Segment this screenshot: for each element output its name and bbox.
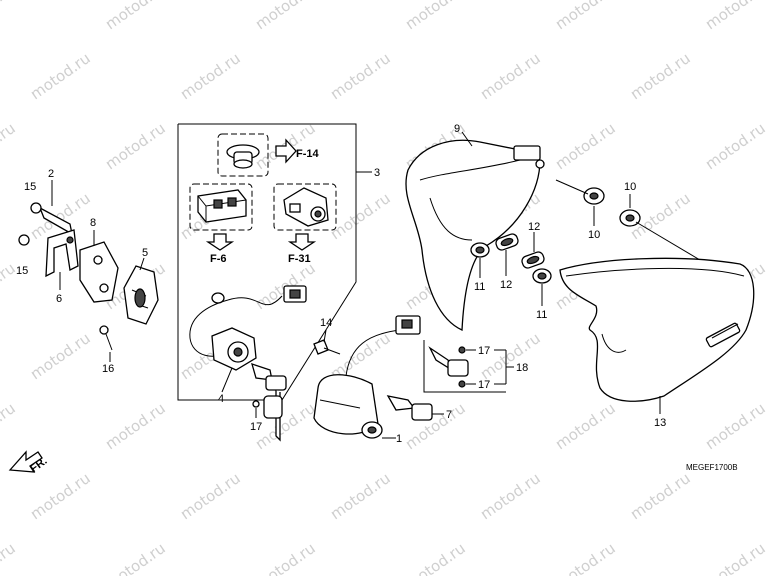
label-17-washer: 17 (250, 421, 262, 433)
mounting-bracket-icon (18, 202, 79, 278)
grommet-icon (226, 144, 260, 169)
screw-14-icon (313, 339, 341, 355)
label-16: 16 (102, 363, 114, 375)
diagram-code: MEGEF1700B (686, 463, 738, 472)
watermark-text: motod.ru (627, 469, 694, 523)
ref-f6-text: F-6 (210, 253, 227, 265)
grommet-12-right-icon (521, 251, 545, 269)
leader-14 (323, 329, 327, 343)
watermark-text: motod.ru (27, 49, 94, 103)
washer-17-icon (252, 400, 260, 408)
watermark-text: motod.ru (0, 399, 19, 453)
label-5: 5 (142, 247, 148, 259)
leader-9 (461, 131, 473, 147)
watermark-text: motod.ru (177, 49, 244, 103)
leader-5 (139, 257, 145, 271)
watermark-text: motod.ru (102, 0, 169, 33)
label-14: 14 (320, 317, 332, 329)
watermark-text: motod.ru (702, 399, 768, 453)
watermark-text: motod.ru (327, 189, 394, 243)
label-9: 9 (454, 123, 460, 135)
watermark-text: motod.ru (552, 119, 619, 173)
ref-f14-text: F-14 (296, 148, 320, 160)
watermark-text: motod.ru (177, 469, 244, 523)
label-15-lower: 15 (16, 265, 28, 277)
relay-connector-icon (197, 189, 247, 223)
label-1: 1 (396, 433, 402, 445)
grommet-10-right-icon (619, 209, 641, 227)
label-11-right: 11 (536, 309, 547, 321)
grommet-11-right-icon (532, 268, 552, 284)
watermark-text: motod.ru (252, 539, 319, 576)
arrow-right-icon (275, 138, 297, 164)
arrow-down-icon (205, 233, 235, 251)
sensor-connector-icon (283, 187, 329, 227)
watermark-text: motod.ru (252, 0, 319, 33)
watermark-text: motod.ru (102, 399, 169, 453)
watermark-text: motod.ru (552, 539, 619, 576)
label-18: 18 (516, 362, 528, 374)
watermark-text: motod.ru (552, 399, 619, 453)
watermark-text: motod.ru (0, 0, 19, 33)
watermark-text: motod.ru (702, 119, 768, 173)
assembly-line-10b (635, 221, 701, 261)
bracket-plate-icon (79, 241, 119, 303)
watermark-text: motod.ru (477, 49, 544, 103)
front-arrow-icon (8, 450, 43, 473)
left-side-cover-icon (405, 139, 545, 331)
leader-4 (221, 367, 233, 393)
ref-box-f6 (189, 183, 253, 231)
watermark-text: motod.ru (327, 469, 394, 523)
key-set-bracket (423, 340, 506, 393)
grommet-10-upper-icon (583, 187, 605, 205)
ref-f31-text: F-31 (288, 253, 311, 265)
watermark-text: motod.ru (702, 0, 768, 33)
rubber-mount-icon (123, 265, 159, 325)
label-4: 4 (218, 393, 224, 405)
label-10-upper: 10 (588, 229, 600, 241)
watermark-text: motod.ru (102, 539, 169, 576)
watermark-text: motod.ru (627, 49, 694, 103)
label-17-upper: 17 (478, 345, 490, 357)
watermark-text: motod.ru (702, 539, 768, 576)
label-15-upper: 15 (24, 181, 36, 193)
ref-box-f14 (217, 133, 269, 177)
key-icon (263, 375, 287, 442)
arrow-down-icon-2 (287, 233, 317, 251)
key-7-icon (386, 395, 433, 421)
label-11-left: 11 (474, 281, 485, 293)
watermark-text: motod.ru (327, 49, 394, 103)
right-side-cover-icon (559, 257, 755, 402)
label-7: 7 (446, 409, 452, 421)
label-12-right: 12 (528, 221, 540, 233)
label-2: 2 (48, 168, 54, 180)
label-10-right: 10 (624, 181, 636, 193)
grommet-11-left-icon (470, 242, 490, 258)
seat-lock-icon (313, 315, 421, 439)
watermark-text: motod.ru (102, 119, 169, 173)
watermark-text: motod.ru (552, 0, 619, 33)
label-3: 3 (374, 167, 380, 179)
label-12-left: 12 (500, 279, 512, 291)
watermark-text: motod.ru (402, 0, 469, 33)
watermark-text: motod.ru (0, 539, 19, 576)
watermark-text: motod.ru (27, 329, 94, 383)
key-18-icon (428, 346, 469, 388)
label-8: 8 (90, 217, 96, 229)
grommet-12-left-icon (495, 233, 519, 251)
assembly-line-10 (555, 179, 589, 195)
watermark-text: motod.ru (27, 469, 94, 523)
ref-box-f31 (273, 183, 337, 231)
label-13: 13 (654, 417, 666, 429)
bolt-icon (99, 325, 113, 351)
label-6: 6 (56, 293, 62, 305)
kit-boundary-line (177, 123, 357, 401)
watermark-text: motod.ru (0, 119, 19, 173)
label-17-lower: 17 (478, 379, 490, 391)
watermark-text: motod.ru (477, 469, 544, 523)
watermark-text: motod.ru (402, 539, 469, 576)
ignition-switch-icon (189, 285, 307, 381)
